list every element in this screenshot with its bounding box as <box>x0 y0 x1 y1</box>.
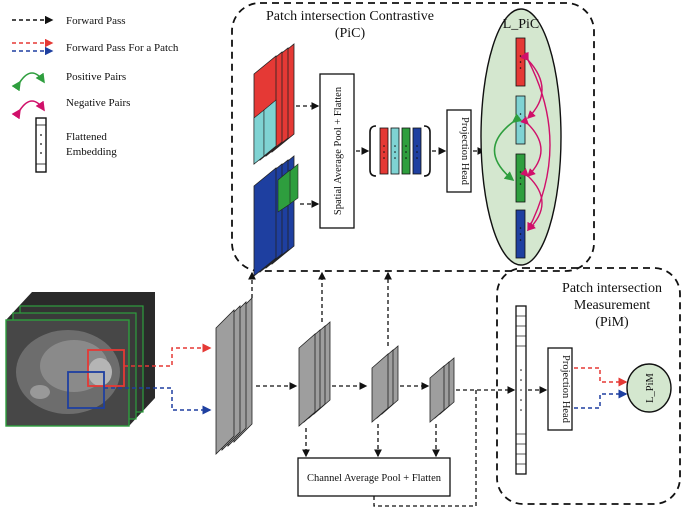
encoder-stage-1 <box>215 297 253 455</box>
pic-boundary <box>231 2 595 272</box>
legend-positive-pairs-arrow <box>11 72 45 92</box>
pim-projection-head-box <box>547 347 573 431</box>
encoder-stage-3 <box>371 345 399 423</box>
encoder-stage-4 <box>429 357 455 423</box>
pim-region: Patch intersection Measurement (PiM) Pro… <box>496 267 681 505</box>
pim-title-line1: Patch intersection <box>562 281 662 296</box>
pic-title-line2: (PiC) <box>335 26 366 41</box>
legend-positive-pairs-label: Positive Pairs <box>66 71 126 83</box>
embeddings-group <box>369 125 431 177</box>
pic-projection-head-box <box>446 109 472 193</box>
pim-projection-head-label: Projection Head <box>560 355 571 424</box>
pim-boundary <box>496 267 681 505</box>
pic-title-line1: Patch intersection Contrastive <box>266 9 434 24</box>
arrow-blue-patch-to-encoder <box>104 387 212 415</box>
legend-flattened-embedding-icon <box>35 117 47 173</box>
spatial-pool-box <box>319 73 355 229</box>
pim-title-line2: Measurement <box>574 298 650 313</box>
channel-pool-label: Channel Average Pool + Flatten <box>307 473 442 484</box>
legend-forward-pass-label: Forward Pass <box>66 15 126 27</box>
pic-projection-head-label: Projection Head <box>459 117 470 186</box>
blue-patch-box <box>67 371 105 409</box>
legend: Forward Pass Forward Pass For a Patch Po… <box>11 15 179 173</box>
legend-flattened-label-2: Embedding <box>66 146 117 158</box>
arrow-red-patch-to-encoder <box>124 343 212 367</box>
pim-loss-ellipse <box>626 363 672 413</box>
arrow-pim-red <box>574 367 628 387</box>
legend-patch-label: Forward Pass For a Patch <box>66 42 179 54</box>
red-patch-box <box>87 349 125 387</box>
pic-loss-label: L_PiC <box>503 17 540 32</box>
red-patch-feature-stack <box>253 43 295 165</box>
negative-pair-arrows <box>520 51 551 232</box>
route-pool-to-pim <box>373 390 477 507</box>
encoder-stage-2 <box>298 321 331 427</box>
arrow-pim-blue <box>574 389 628 409</box>
legend-flattened-label-1: Flattened <box>66 131 107 143</box>
pic-region: Patch intersection Contrastive (PiC) Spa… <box>231 2 595 277</box>
legend-negative-pairs-label: Negative Pairs <box>66 97 130 109</box>
legend-negative-pairs-arrow <box>11 100 45 120</box>
spatial-pool-label: Spatial Average Pool + Flatten <box>333 86 344 215</box>
blue-patch-feature-stack <box>253 155 299 277</box>
input-ct-volume <box>5 292 155 427</box>
positive-pair-arrow <box>493 113 523 182</box>
pim-title-line3: (PiM) <box>595 315 629 330</box>
pim-flattened-embedding <box>515 305 527 475</box>
pim-loss-label: L_PiM <box>645 372 656 402</box>
